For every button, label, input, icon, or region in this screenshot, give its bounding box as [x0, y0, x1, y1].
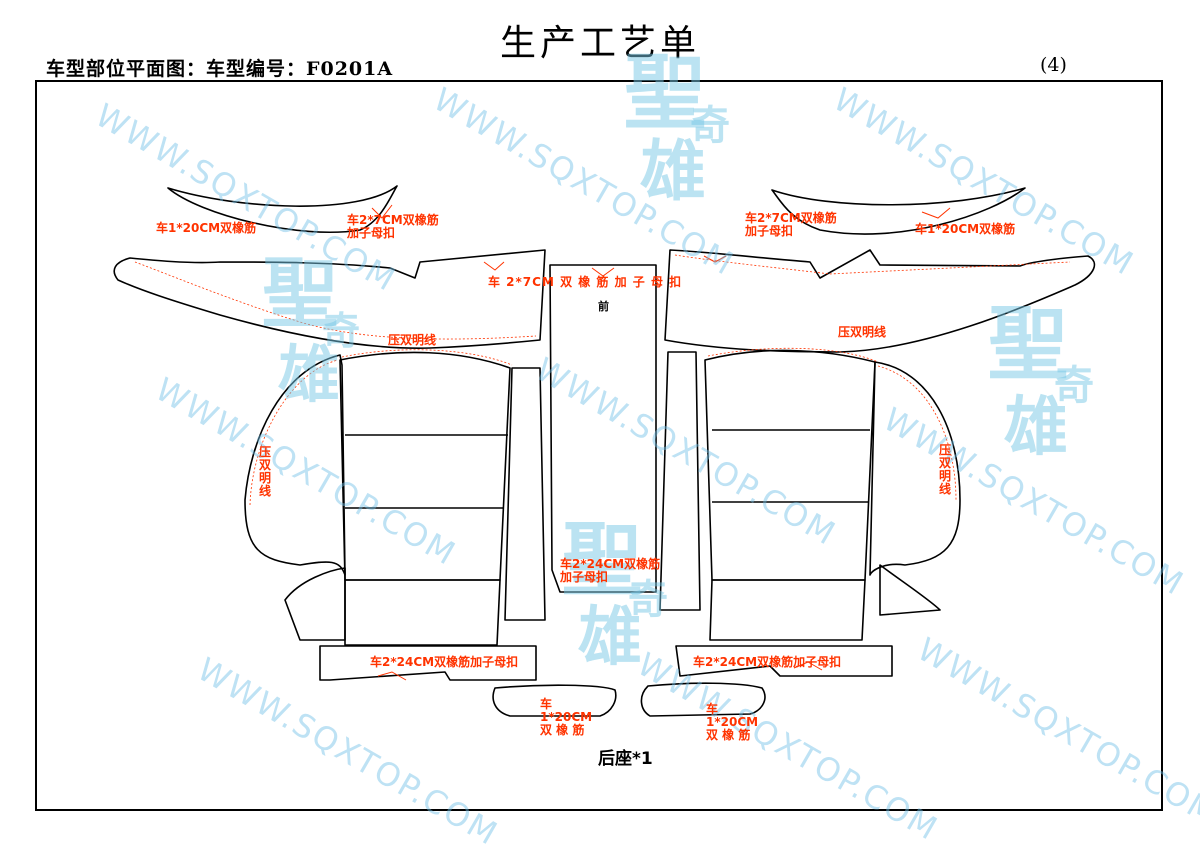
right-side-strip — [659, 351, 701, 611]
label-front: 前 — [598, 300, 609, 313]
right-small-piece — [640, 682, 766, 717]
right-top-band-piece — [771, 187, 1026, 235]
label-center-top: 车 2*7CM 双 橡 筋 加 子 母 扣 — [488, 275, 683, 289]
label-rear-seat: 后座*1 — [598, 749, 653, 769]
right-long-panel — [664, 249, 1096, 353]
watermark-logo-char: 聖 — [562, 513, 642, 607]
left-side-wing — [244, 354, 346, 576]
watermark-logo-char: 雄 — [278, 338, 341, 411]
drawing-frame — [35, 80, 1163, 811]
label-right-band-b2: 加子母扣 — [745, 224, 794, 238]
vehicle-model-subtitle: 车型部位平面图：车型编号：F0201A — [46, 58, 394, 80]
watermark-logo-char: 雄 — [1004, 390, 1068, 465]
right-corner-piece — [879, 564, 941, 616]
watermark-logo-char: 聖 — [988, 297, 1068, 391]
left-top-band-piece — [167, 185, 398, 234]
label-right-bottom: 车2*24CM双橡筋加子母扣 — [693, 655, 842, 669]
label-right-topstitch: 压双明线 — [838, 325, 887, 339]
label-right-side-topstitch: 压双明线 — [938, 443, 951, 496]
label-right-band-b: 车2*7CM双橡筋 — [745, 211, 837, 225]
right-side-wing — [869, 361, 961, 576]
left-small-piece — [492, 684, 617, 717]
watermark-logo-char: 奇 — [1054, 362, 1094, 409]
watermark-logo-char: 聖 — [624, 45, 707, 141]
label-left-band-b: 车2*7CM双橡筋 — [347, 213, 439, 227]
label-center-mid2: 加子母扣 — [560, 570, 609, 584]
watermark-logo-char: 聖 — [262, 249, 338, 338]
watermark-logo-char: 雄 — [578, 600, 642, 675]
left-back-main — [339, 351, 511, 581]
center-strip — [549, 264, 657, 593]
left-bottom-bar — [319, 645, 537, 681]
right-back-lower — [709, 579, 866, 641]
left-back-lower — [344, 579, 501, 646]
label-left-bottom: 车2*24CM双橡筋加子母扣 — [370, 655, 519, 669]
label-left-band-b2: 加子母扣 — [347, 226, 396, 240]
label-right-small: 车 1*20CM 双 橡 筋 — [706, 702, 759, 742]
watermark-logo-char: 雄 — [640, 132, 706, 210]
label-left-band-a: 车1*20CM双橡筋 — [156, 221, 257, 235]
right-bottom-bar — [675, 645, 893, 677]
left-corner-piece — [284, 567, 346, 641]
left-side-strip — [504, 367, 546, 621]
page-number: (4) — [1040, 54, 1067, 76]
watermark-logo-char: 奇 — [690, 102, 730, 149]
label-left-small: 车 1*20CM 双 橡 筋 — [540, 697, 593, 737]
label-right-band-a: 车1*20CM双橡筋 — [915, 222, 1016, 236]
label-center-mid: 车2*24CM双橡筋 — [560, 557, 661, 571]
left-long-panel — [113, 249, 546, 349]
watermark-logo-char: 奇 — [628, 576, 668, 623]
watermark-logo-char: 奇 — [322, 308, 361, 353]
label-left-topstitch: 压双明线 — [388, 333, 437, 347]
label-left-side-topstitch: 压双明线 — [258, 445, 271, 498]
document-title: 生产工艺单 — [499, 23, 700, 64]
